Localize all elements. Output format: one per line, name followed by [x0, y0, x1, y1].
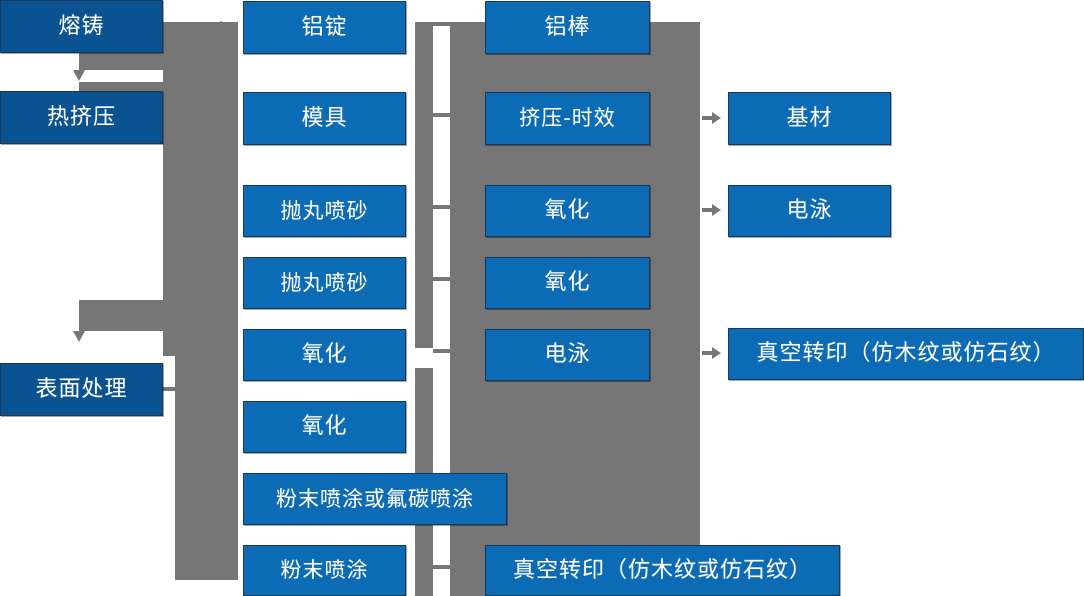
connector-stub-surface-upper	[79, 300, 163, 331]
treatment-box-label: 真空转印（仿木纹或仿石纹）	[512, 557, 812, 583]
arrow-down-icon	[71, 70, 87, 82]
stage-box-hot-extrusion[interactable]: 热挤压	[0, 91, 163, 144]
stage-box-surface-treatment[interactable]: 表面处理	[0, 363, 163, 416]
arrow-right-icon	[220, 111, 238, 125]
output-box-substrate[interactable]: 基材	[728, 92, 891, 145]
arrow-down-icon	[71, 331, 87, 343]
process-box-label: 抛丸喷砂	[280, 198, 369, 223]
output-box-label: 真空转印（仿木纹或仿石纹）	[756, 341, 1056, 366]
process-box-label: 氧化	[301, 414, 348, 439]
output-box-label: 电泳	[786, 198, 833, 223]
process-box-oxidation-1[interactable]: 氧化	[243, 329, 406, 381]
treatment-box-label: 电泳	[544, 342, 591, 367]
process-box-mould[interactable]: 模具	[243, 92, 406, 145]
arrow-right-icon	[220, 276, 238, 290]
treatment-box-label: 挤压-时效	[519, 106, 616, 130]
arrow-right-icon	[702, 346, 722, 360]
connector-trunk-left-lower	[175, 356, 238, 580]
treatment-box-vacuum-transfer-print[interactable]: 真空转印（仿木纹或仿石纹）	[485, 545, 840, 596]
output-box-label: 基材	[786, 105, 833, 131]
stage-box-melt-cast[interactable]: 熔铸	[0, 0, 163, 53]
process-box-shot-blasting-2[interactable]: 抛丸喷砂	[243, 257, 406, 309]
treatment-box-label: 氧化	[544, 198, 591, 223]
arrow-right-icon	[220, 564, 238, 578]
output-box-vacuum-transfer-print[interactable]: 真空转印（仿木纹或仿石纹）	[728, 328, 1084, 380]
process-box-label: 模具	[301, 105, 348, 131]
treatment-box-label: 铝棒	[544, 14, 591, 40]
process-box-label: 粉末喷涂或氟碳喷涂	[276, 486, 474, 511]
output-box-electrophoresis[interactable]: 电泳	[728, 185, 891, 237]
connector-stub-mid-5	[433, 349, 450, 353]
process-box-label: 粉末喷涂	[280, 558, 369, 582]
process-box-label: 氧化	[301, 342, 348, 367]
treatment-box-extrusion-aging[interactable]: 挤压-时效	[485, 92, 650, 145]
connector-stub-meltcast	[79, 52, 163, 70]
arrow-right-icon	[702, 203, 722, 217]
connector-stub-mid-6	[433, 565, 450, 569]
process-box-powder-coating[interactable]: 粉末喷涂	[243, 545, 406, 596]
connector-stub-mid-3	[433, 205, 450, 209]
arrow-right-icon	[220, 420, 238, 434]
process-box-shot-blasting-1[interactable]: 抛丸喷砂	[243, 185, 406, 237]
treatment-box-label: 氧化	[544, 270, 591, 295]
connector-stub-surface-right	[163, 387, 177, 391]
process-box-oxidation-2[interactable]: 氧化	[243, 401, 406, 453]
arrow-right-icon	[702, 111, 722, 125]
connector-stub-mid-2	[433, 113, 450, 117]
arrow-right-icon	[220, 348, 238, 362]
arrow-right-icon	[220, 492, 238, 506]
treatment-box-electrophoresis[interactable]: 电泳	[485, 329, 650, 381]
stage-box-label: 熔铸	[58, 13, 105, 39]
stage-box-label: 表面处理	[35, 376, 128, 402]
process-box-powder-or-fluorocarbon-coating[interactable]: 粉末喷涂或氟碳喷涂	[243, 473, 507, 525]
treatment-box-aluminium-bar[interactable]: 铝棒	[485, 1, 650, 54]
process-box-label: 抛丸喷砂	[280, 270, 369, 295]
connector-trunk-left-upper	[163, 22, 238, 356]
connector-rail-mid-upper	[415, 22, 433, 348]
connector-stub-mid-1	[433, 22, 450, 26]
arrow-right-icon	[220, 204, 238, 218]
process-box-label: 铝锭	[301, 14, 348, 40]
treatment-box-oxidation-2[interactable]: 氧化	[485, 257, 650, 309]
treatment-box-oxidation-1[interactable]: 氧化	[485, 185, 650, 237]
arrow-right-icon	[220, 20, 238, 34]
process-box-aluminium-ingot[interactable]: 铝锭	[243, 1, 406, 54]
stage-box-label: 热挤压	[46, 104, 116, 130]
connector-stub-mid-4	[433, 277, 450, 281]
